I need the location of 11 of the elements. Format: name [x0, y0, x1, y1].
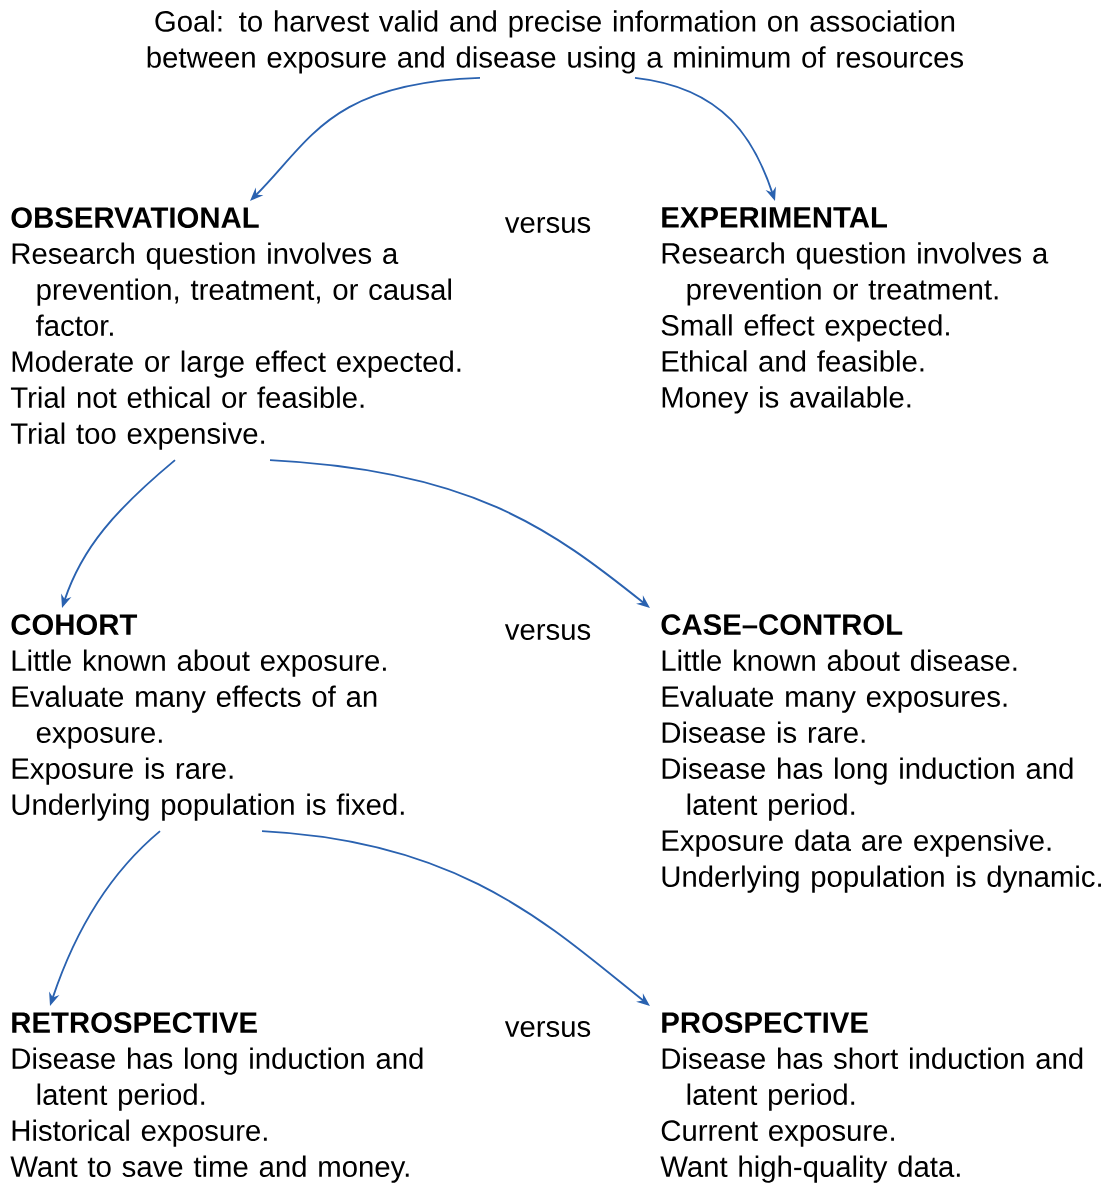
criteria-text: OBSERVATIONAL Research question involves a prevention, treatment, or causal factor. Moderate or large effect expected. Trial not ethical or feasible. Trial too expensive.: [10, 207, 461, 450]
criteria-text: PROSPECTIVE Disease has short induction and latent period. Current exposure. Want high-quality data.: [660, 1012, 1083, 1183]
versus-label: versus: [504, 623, 591, 641]
criteria-text: COHORT Little known about exposure. Evaluate many effects of an exposure. Exposure is rare. Underlying population is fixed.: [11, 614, 404, 821]
versus-label: versus: [504, 1020, 591, 1038]
criteria-text: CASE–CONTROL Little known about disease. Evaluate many exposures. Disease is rare. Disease has long induction and latent period. Exposure data are expensive. Underlying population is dynamic.: [661, 614, 1101, 893]
criteria-text: EXPERIMENTAL Research question involves a prevention or treatment. Small effect expected. Ethical and feasible. Money is available.: [661, 207, 1049, 414]
versus-label: versus: [504, 216, 591, 234]
goal-text: Goal: to harvest valid and precise information on association between exposure and disease using a minimum of resources: [147, 10, 964, 74]
criteria-text: RETROSPECTIVE Disease has long induction and latent period. Historical exposure. Want to save time and money.: [10, 1012, 423, 1183]
arrow: [250, 76, 481, 201]
